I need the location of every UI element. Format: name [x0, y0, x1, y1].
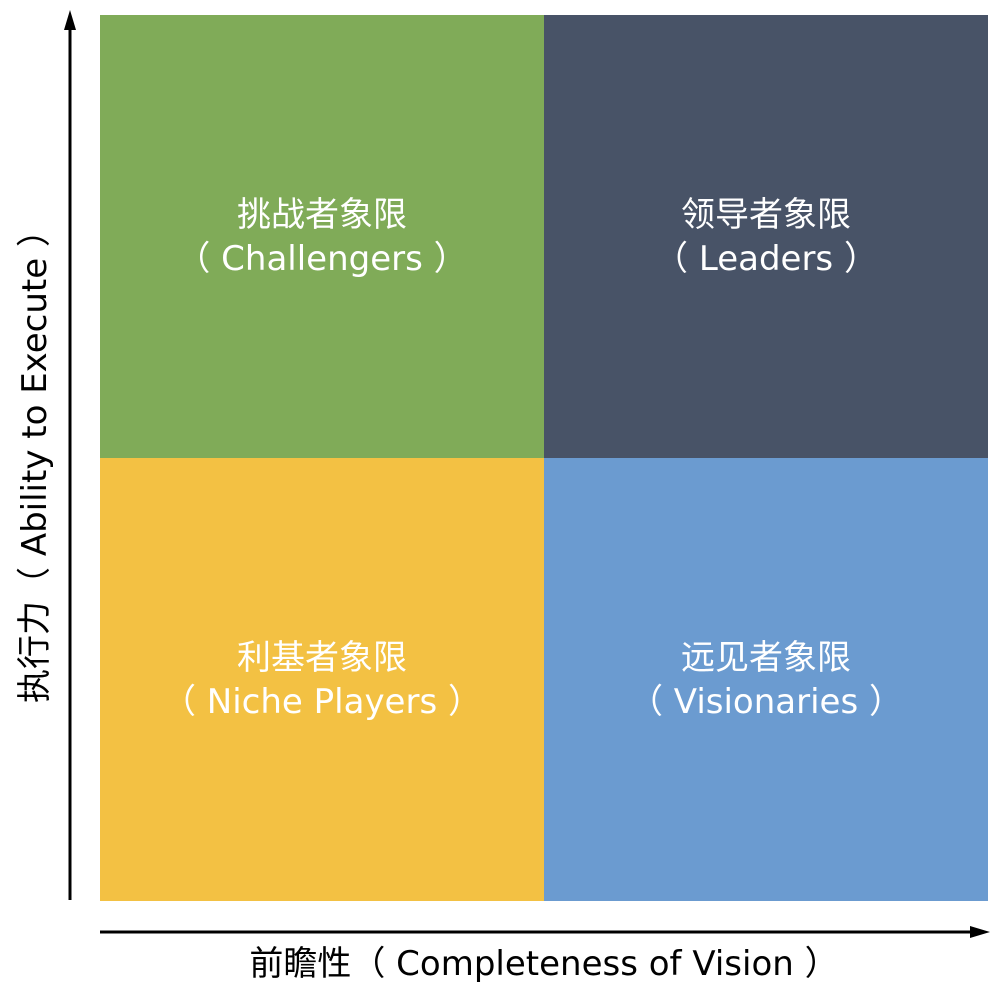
x-axis-arrowhead — [970, 926, 990, 938]
quadrant-challengers-en-label: （ Challengers ） — [176, 238, 468, 279]
y-axis-title: 执行力（ Ability to Execute ） — [15, 213, 55, 703]
quadrant-visionaries-cn-label: 远见者象限 — [681, 637, 851, 678]
quadrant-niche-players-cn-label: 利基者象限 — [237, 637, 407, 678]
quadrant-leaders-en-label: （ Leaders ） — [654, 238, 878, 279]
quadrant-challengers: 挑战者象限 （ Challengers ） — [100, 15, 544, 458]
quadrant-leaders: 领导者象限 （ Leaders ） — [544, 15, 988, 458]
quadrant-challengers-cn-label: 挑战者象限 — [237, 194, 407, 235]
y-axis-arrowhead — [64, 10, 76, 30]
quadrant-visionaries-en-label: （ Visionaries ） — [629, 681, 903, 722]
x-axis-title: 前瞻性（ Completeness of Vision ） — [249, 944, 839, 984]
quadrant-niche-players: 利基者象限 （ Niche Players ） — [100, 458, 544, 901]
quadrant-visionaries: 远见者象限 （ Visionaries ） — [544, 458, 988, 901]
quadrant-leaders-cn-label: 领导者象限 — [681, 194, 851, 235]
quadrant-niche-players-en-label: （ Niche Players ） — [162, 681, 482, 722]
